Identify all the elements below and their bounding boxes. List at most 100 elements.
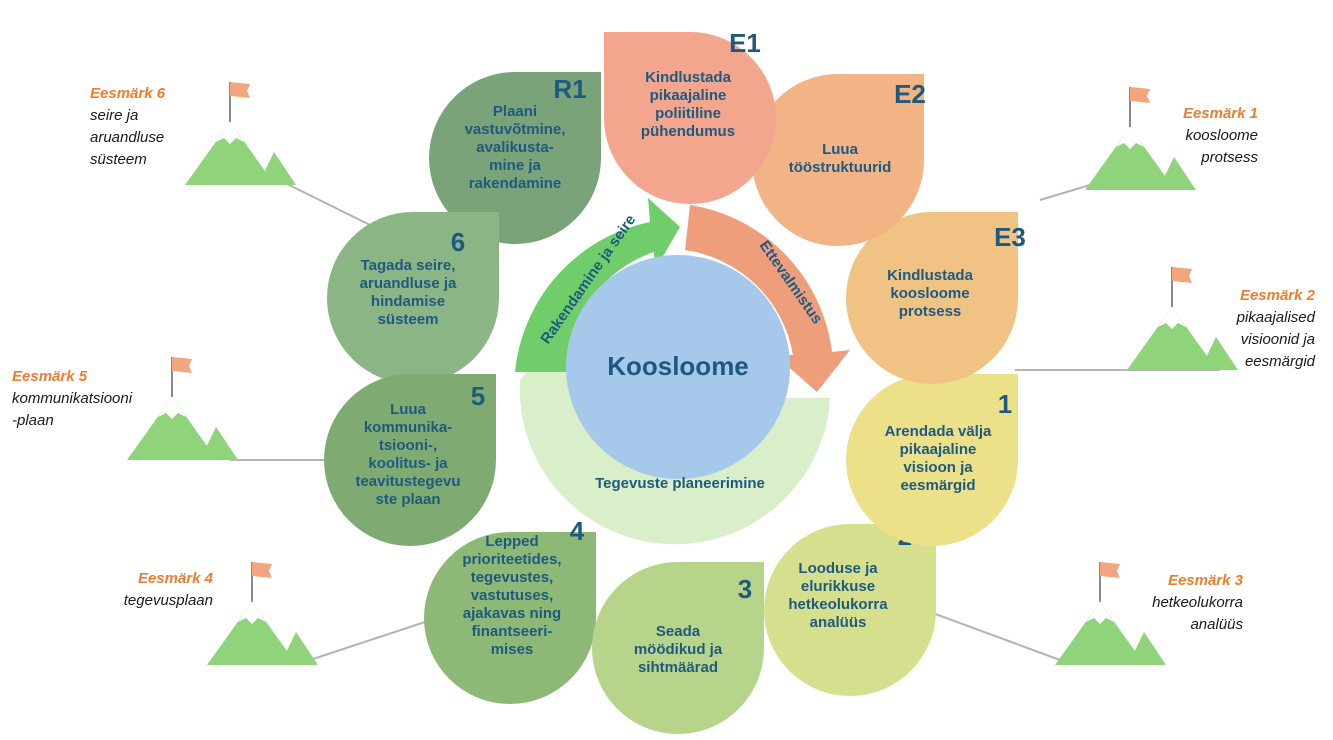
- step-4-shape: [424, 532, 596, 704]
- step-code: 6: [451, 227, 465, 257]
- step-text-line: finantseeri-: [472, 623, 553, 640]
- step-text-line: koosloome: [890, 285, 969, 302]
- step-text-line: ajakavas ning: [463, 605, 561, 622]
- step-code: E2: [894, 79, 926, 109]
- step-text-line: tsiooni-,: [379, 437, 437, 454]
- step-text-line: Luua: [822, 141, 858, 158]
- step-text-line: Seada: [656, 623, 701, 640]
- planning-arrow: [519, 340, 830, 545]
- goal-5: Eesmärk 5 kommunikatsiooni -plaan: [12, 357, 238, 460]
- step-r1-shape: [429, 72, 601, 244]
- step-text-line: prioriteetides,: [462, 551, 561, 568]
- step-e2-shape: [752, 74, 924, 246]
- step-code: R1: [553, 74, 586, 104]
- step-text-line: protsess: [899, 303, 962, 320]
- step-text-line: elurikkuse: [801, 578, 875, 595]
- goal-title: Eesmärk 6: [90, 85, 166, 102]
- mountain-flag-icon: [207, 562, 318, 665]
- step-text-line: Tagada seire,: [361, 257, 456, 274]
- step-text-line: aruandluse ja: [360, 275, 457, 292]
- cycle-arrows: [515, 198, 850, 545]
- connector-goal-4: [309, 621, 426, 661]
- mountain-flag-icon: [185, 82, 296, 185]
- planning-label: Tegevuste planeerimine: [595, 475, 765, 492]
- step-text-line: tööstruktuurid: [789, 159, 892, 176]
- step-1-shape: [846, 374, 1018, 546]
- step-text-line: Kindlustada: [887, 267, 973, 284]
- connector-goal-1: [1039, 184, 1091, 201]
- goal-description-line: -plaan: [12, 412, 54, 429]
- step-text-line: poliitiline: [655, 105, 721, 122]
- goal-description-line: hetkeolukorra: [1152, 594, 1243, 611]
- step-text-line: möödikud ja: [634, 641, 723, 658]
- mountain-flag-icon: [1127, 267, 1238, 370]
- goal-title: Eesmärk 1: [1183, 105, 1258, 122]
- step-2: 2Looduse jaelurikkusehetkeolukorraanalüü…: [764, 521, 936, 696]
- step-text-line: pikaajaline: [650, 87, 727, 104]
- goal-description-line: süsteem: [90, 151, 147, 168]
- goal-description-line: tegevusplaan: [124, 592, 213, 609]
- center-label: Koosloome: [607, 351, 749, 381]
- step-text-line: vastutuses,: [471, 587, 554, 604]
- goal-description-line: koosloome: [1185, 127, 1258, 144]
- step-code: 4: [570, 516, 585, 546]
- goal-description-line: analüüs: [1190, 616, 1243, 633]
- step-code: 1: [998, 389, 1012, 419]
- step-text-line: vastuvõtmine,: [465, 121, 566, 138]
- goal-description-line: eesmärgid: [1245, 353, 1316, 370]
- implementation-arrow: [515, 198, 680, 372]
- step-text-line: mises: [491, 641, 534, 658]
- step-text-line: analüüs: [810, 614, 867, 631]
- goal-description-line: aruandluse: [90, 129, 164, 146]
- step-e1-shape: [604, 32, 776, 204]
- goal-description-line: kommunikatsiooni: [12, 390, 133, 407]
- step-5-shape: [324, 374, 496, 546]
- step-text-line: hetkeolukorra: [788, 596, 888, 613]
- step-text-line: süsteem: [378, 311, 439, 328]
- step-text-line: Kindlustada: [645, 69, 731, 86]
- goal-description-line: visioonid ja: [1241, 331, 1315, 348]
- connector-lines: [230, 177, 1220, 661]
- goal-description-line: seire ja: [90, 107, 138, 124]
- step-text-line: Lepped: [485, 533, 538, 550]
- step-2-shape: [764, 524, 936, 696]
- step-text-line: sihtmäärad: [638, 659, 718, 676]
- goal-title: Eesmärk 5: [12, 368, 88, 385]
- step-e3-shape: [846, 212, 1018, 384]
- connector-goal-6: [274, 177, 371, 226]
- step-text-line: eesmärgid: [900, 477, 975, 494]
- step-text-line: pühendumus: [641, 123, 735, 140]
- step-3-shape: [592, 562, 764, 734]
- step-6-shape: [327, 212, 499, 384]
- step-text-line: avalikusta-: [476, 139, 554, 156]
- connector-goal-3: [929, 611, 1061, 661]
- goal-4: Eesmärk 4 tegevusplaan: [124, 562, 318, 665]
- step-text-line: pikaajaline: [900, 441, 977, 458]
- center-node: Koosloome: [566, 255, 790, 479]
- step-text-line: visioon ja: [903, 459, 973, 476]
- goal-title: Eesmärk 3: [1168, 572, 1244, 589]
- goal-title: Eesmärk 4: [138, 570, 214, 587]
- step-text-line: tegevustes,: [471, 569, 554, 586]
- step-code: E1: [729, 28, 761, 58]
- step-text-line: Looduse ja: [798, 560, 878, 577]
- step-text-line: koolitus- ja: [368, 455, 448, 472]
- goal-title: Eesmärk 2: [1240, 287, 1316, 304]
- step-text-line: rakendamine: [469, 175, 562, 192]
- step-text-line: ste plaan: [375, 491, 440, 508]
- step-text-line: hindamise: [371, 293, 445, 310]
- step-text-line: kommunika-: [364, 419, 452, 436]
- step-code: 3: [738, 574, 752, 604]
